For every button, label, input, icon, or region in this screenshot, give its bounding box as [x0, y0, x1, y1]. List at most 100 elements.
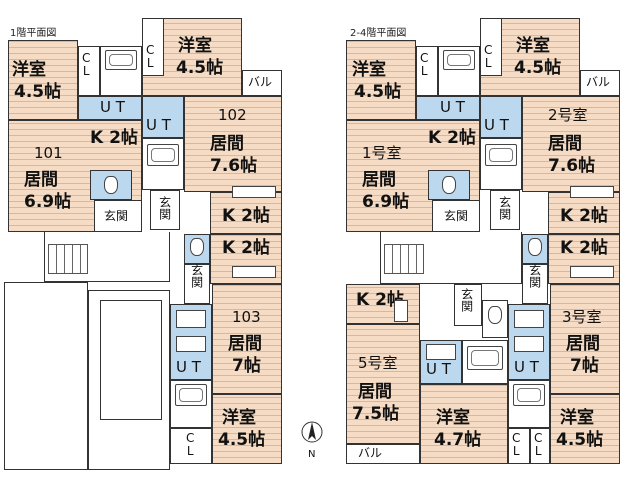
bathtub-icon	[467, 346, 503, 370]
balcony-102-label: バル	[248, 75, 273, 89]
unit-103-number: 103	[232, 308, 261, 326]
sink-icon	[176, 310, 206, 328]
toilet-icon	[528, 238, 542, 256]
balcony-5	[346, 444, 420, 464]
toilet-icon	[442, 176, 456, 194]
room-102-closet-label: C L	[146, 43, 155, 70]
kitchen-counter-icon	[394, 300, 408, 322]
unit-101-number: 101	[34, 144, 63, 162]
room-3-number: 3号室	[562, 308, 602, 326]
room-102-ut-label: U T	[146, 116, 171, 134]
room-5-youshitsu-size: 4.7帖	[434, 430, 482, 450]
room-101-living-size: 6.9帖	[24, 192, 72, 212]
room-103-youshitsu	[212, 394, 282, 464]
room-1-ut	[416, 96, 480, 120]
room-3-living-size: 7帖	[570, 356, 599, 376]
room-5-closet-label: C L	[512, 431, 521, 458]
room-101-genkan	[94, 200, 142, 232]
room-1-closet-label: C L	[420, 51, 429, 78]
unit-102-number: 102	[218, 106, 247, 124]
balcony-5-label: バル	[358, 446, 383, 460]
room-103-living	[212, 284, 282, 394]
room-102-ut	[142, 96, 184, 138]
room-2-genkan	[490, 190, 520, 230]
room-1-genkan	[432, 200, 480, 232]
kitchen-counter-icon	[232, 186, 276, 198]
room-103-ut-label: U T	[176, 358, 201, 376]
room-1-youshitsu-size: 4.5帖	[354, 82, 402, 102]
room-5-youshitsu-label: 洋室	[436, 408, 470, 428]
room-1-genkan-label: 玄関	[444, 209, 469, 223]
room-102-living-label: 居間	[210, 134, 244, 154]
room-1-youshitsu	[346, 40, 416, 120]
room-2-number: 2号室	[548, 106, 588, 124]
room-2-living-label: 居間	[548, 134, 582, 154]
room-5-youshitsu	[420, 384, 508, 464]
room-3-genkan-label: 玄関	[527, 264, 542, 288]
room-102-youshitsu-size: 4.5帖	[176, 58, 224, 78]
room-3-living	[550, 284, 620, 394]
room-103-genkan-label: 玄関	[189, 264, 204, 288]
room-3-youshitsu-size: 4.5帖	[556, 430, 604, 450]
room-102-kitchen-label: K 2帖	[222, 206, 270, 226]
room-103-kitchen-label: K 2帖	[222, 238, 270, 258]
room-101-kitchen-label: K 2帖	[90, 128, 138, 148]
room-1-ut-label: U T	[440, 98, 465, 116]
room-5-ut-label: U T	[426, 360, 451, 378]
room-3-living-label: 居間	[566, 334, 600, 354]
room-2-youshitsu-label: 洋室	[516, 36, 550, 56]
room-101-closet	[78, 46, 100, 96]
sink-icon	[514, 310, 544, 328]
balcony-102	[242, 70, 282, 96]
room-5-living-label: 居間	[358, 382, 392, 402]
room-2-closet	[480, 18, 502, 76]
bathtub-icon	[105, 50, 137, 70]
room-1-living-size: 6.9帖	[362, 192, 410, 212]
toilet-icon	[190, 238, 204, 256]
right-plan-title: 2-4階平面図	[350, 28, 407, 39]
parking-area	[4, 282, 88, 470]
room-5-genkan-label: 玄関	[459, 288, 474, 312]
sink-icon	[426, 344, 456, 360]
compass-label: N	[308, 449, 316, 460]
room-103-closet	[170, 428, 212, 464]
room-101-closet-label: C L	[82, 51, 91, 78]
room-102-closet	[142, 18, 164, 76]
toilet-icon	[488, 306, 502, 324]
room-2-ut	[480, 96, 522, 138]
room-103-genkan	[184, 264, 210, 304]
room-102-youshitsu-label: 洋室	[178, 36, 212, 56]
washer-icon	[514, 336, 544, 352]
room-2-genkan-label: 玄関	[497, 196, 512, 220]
room-3-ut-label: U T	[514, 358, 539, 376]
washer-icon	[176, 336, 206, 352]
room-3-closet	[530, 428, 550, 464]
kitchen-counter-icon	[570, 266, 614, 278]
bathtub-icon	[513, 384, 545, 406]
balcony-2-label: バル	[586, 75, 611, 89]
room-101-genkan-label: 玄関	[104, 209, 129, 223]
room-101-youshitsu-label: 洋室	[12, 60, 46, 80]
room-3-genkan	[522, 264, 548, 304]
room-5-number: 5号室	[358, 354, 398, 372]
toilet-icon	[104, 176, 118, 194]
room-102-living	[184, 96, 282, 192]
room-103-living-size: 7帖	[232, 356, 261, 376]
room-101-ut	[78, 96, 142, 120]
room-102-genkan-label: 玄関	[157, 196, 172, 220]
kitchen-counter-icon	[232, 266, 276, 278]
bathtub-icon	[175, 384, 207, 406]
room-102-genkan	[150, 190, 180, 230]
room-101-ut-label: U T	[100, 98, 125, 116]
room-2-youshitsu-size: 4.5帖	[514, 58, 562, 78]
room-1-youshitsu-label: 洋室	[352, 60, 386, 80]
room-1-living-label: 居間	[362, 170, 396, 190]
room-5-closet	[508, 428, 530, 464]
room-2-ut-label: U T	[484, 116, 509, 134]
room-5-living-size: 7.5帖	[352, 404, 400, 424]
staircase	[384, 244, 424, 274]
bathtub-icon	[485, 144, 517, 166]
room-5-living	[346, 324, 420, 444]
bathtub-icon	[147, 144, 179, 166]
